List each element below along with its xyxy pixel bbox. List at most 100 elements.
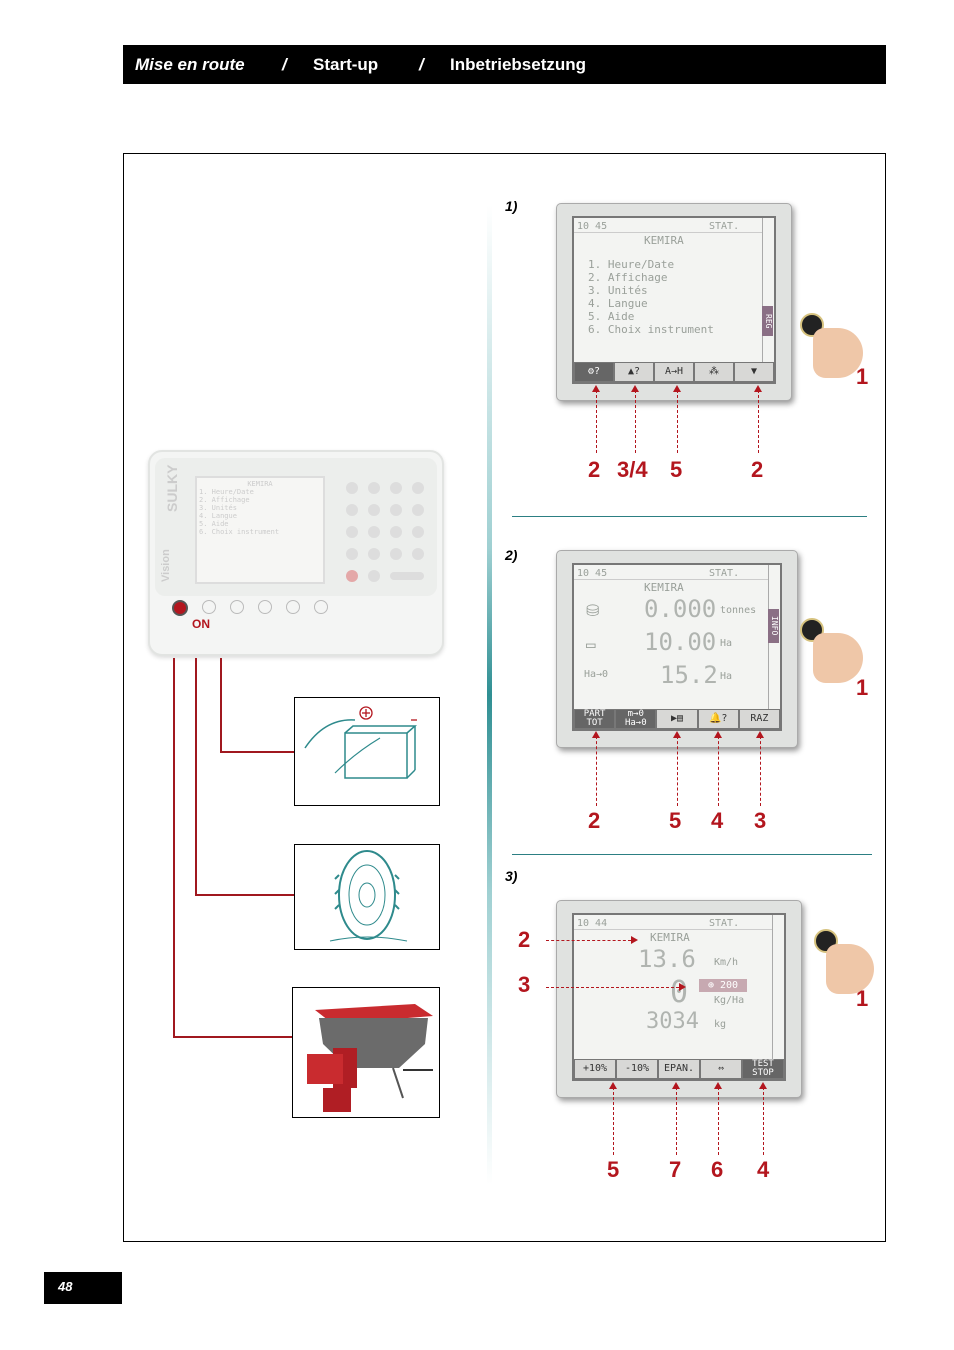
menu-item[interactable]: 2. Affichage xyxy=(588,271,668,284)
console-button[interactable] xyxy=(314,600,328,614)
battery-illustration xyxy=(294,697,440,806)
hopper-icon[interactable]: ▼ xyxy=(734,362,774,382)
dose-unit: Kg/Ha xyxy=(714,995,745,1006)
field-icon: ▭ xyxy=(586,635,596,654)
softkey-reset[interactable]: m→0 Ha→0 xyxy=(615,709,657,729)
softkey-bar: +10% -10% EPAN. ⇔ TEST STOP xyxy=(574,1059,784,1079)
tab-info[interactable]: INFO xyxy=(768,609,779,643)
softkey-epan[interactable]: EPAN. xyxy=(658,1059,700,1079)
settings-menu: 1. Heure/Date 2. Affichage 3. Unités 4. … xyxy=(588,258,714,336)
arrow-icon xyxy=(672,1082,680,1089)
arrow-icon xyxy=(592,731,600,738)
lcd-panel-step3: 10 44 STAT. KEMIRA 13.6 Km/h 0 ⊕ 200 Kg/… xyxy=(556,900,802,1098)
dose-value: 0 xyxy=(670,975,689,1010)
softkey-plus10[interactable]: +10% xyxy=(574,1059,616,1079)
console-screen: KEMIRA 1. Heure/Date 2. Affichage 3. Uni… xyxy=(195,476,325,584)
leader-line xyxy=(763,1087,764,1155)
arrow-icon xyxy=(631,385,639,392)
callout: 5 xyxy=(607,1157,620,1182)
stat-label: STAT. xyxy=(709,918,740,929)
softkey[interactable]: A→H xyxy=(654,362,694,382)
alarm-icon[interactable]: 🔔? xyxy=(697,709,739,729)
leader-line xyxy=(677,390,678,453)
leader-line xyxy=(613,1087,614,1155)
title-fr: Mise en route xyxy=(135,55,245,74)
content-frame xyxy=(123,153,886,1242)
side-tabs xyxy=(762,218,774,382)
hand-icon xyxy=(813,633,863,683)
console-button[interactable] xyxy=(230,600,244,614)
console-device: SULKY Vision KEMIRA 1. Heure/Date 2. Aff… xyxy=(148,450,444,656)
vertical-divider xyxy=(487,205,492,1185)
menu-item[interactable]: 1. Heure/Date xyxy=(588,258,675,271)
callout-1: 1 xyxy=(856,675,869,700)
title-de: Inbetriebsetzung xyxy=(450,55,587,74)
help-icon[interactable]: ⚙? xyxy=(574,362,614,382)
power-button[interactable] xyxy=(172,600,188,616)
page-header: Mise en route / Start-up / Inbetriebsetz… xyxy=(123,45,886,84)
console-button[interactable] xyxy=(258,600,272,614)
menu-item[interactable]: 4. Langue xyxy=(588,297,648,310)
arrow-icon xyxy=(673,385,681,392)
partial-area-value: 15.2 xyxy=(660,661,718,689)
menu-item[interactable]: 5. Aide xyxy=(588,310,635,323)
spread-icon[interactable]: ⁂ xyxy=(694,362,734,382)
softkey-minus10[interactable]: -10% xyxy=(616,1059,658,1079)
partial-area-label: Ha→0 xyxy=(584,669,609,680)
arrow-icon xyxy=(592,385,600,392)
console-button[interactable] xyxy=(202,600,216,614)
tab-reg[interactable]: REG xyxy=(762,306,773,336)
callout: 2 xyxy=(751,457,764,482)
hopper-icon: ⛁ xyxy=(586,601,600,620)
help-icon[interactable]: ▲? xyxy=(614,362,654,382)
dose-target: 200 xyxy=(719,980,739,991)
stat-label: STAT. xyxy=(709,221,740,232)
cable xyxy=(195,894,295,896)
quantity-unit: tonnes xyxy=(720,605,757,616)
weight-value: 3034 xyxy=(646,1009,699,1034)
stat-label: STAT. xyxy=(709,568,740,579)
softkey-raz[interactable]: RAZ xyxy=(738,709,780,729)
leader-line xyxy=(596,736,597,806)
arrow-icon xyxy=(673,731,681,738)
cable xyxy=(220,751,295,753)
dose-target-badge: ⊕ 200 xyxy=(699,979,747,992)
next-page-icon[interactable]: ▶▤ xyxy=(656,709,698,729)
console-button[interactable] xyxy=(286,600,300,614)
product-name: KEMIRA xyxy=(650,931,690,944)
leader-line xyxy=(718,1087,719,1155)
lcd-screen: 10 45 STAT. KEMIRA ⛁ 0.000 tonnes ▭ 10.0… xyxy=(572,563,782,731)
speed-value: 13.6 xyxy=(638,945,696,973)
leader-line xyxy=(596,390,597,453)
cable xyxy=(173,1036,295,1038)
width-arrows-icon[interactable]: ⇔ xyxy=(700,1059,742,1079)
cable xyxy=(220,658,222,753)
hand-icon xyxy=(813,328,863,378)
arrow-icon xyxy=(714,1082,722,1089)
section-divider xyxy=(512,516,867,517)
lcd-screen: 10 45 STAT. KEMIRA 1. Heure/Date 2. Affi… xyxy=(572,216,776,384)
step-label: 3) xyxy=(505,868,518,884)
lcd-screen: 10 44 STAT. KEMIRA 13.6 Km/h 0 ⊕ 200 Kg/… xyxy=(572,913,786,1081)
leader-line xyxy=(635,390,636,453)
section-divider xyxy=(512,854,872,855)
hand-icon xyxy=(826,944,874,994)
on-label: ON xyxy=(192,617,210,631)
softkey-part-tot[interactable]: PART TOT xyxy=(574,709,616,729)
callout: 5 xyxy=(669,808,682,833)
menu-item[interactable]: 3. Unités xyxy=(588,284,648,297)
arrow-icon xyxy=(759,1082,767,1089)
leader-line xyxy=(718,736,719,806)
menu-item[interactable]: 6. Choix instrument xyxy=(588,323,714,336)
callout-1: 1 xyxy=(856,986,869,1011)
arrow-icon xyxy=(756,731,764,738)
callout-1: 1 xyxy=(856,364,869,389)
lcd-panel-step1: 10 45 STAT. KEMIRA 1. Heure/Date 2. Affi… xyxy=(556,203,792,401)
weight-unit: kg xyxy=(714,1019,727,1030)
softkey-test-stop[interactable]: TEST STOP xyxy=(742,1059,784,1079)
step-label: 1) xyxy=(505,198,518,214)
leader-line xyxy=(758,390,759,453)
product-name: KEMIRA xyxy=(644,234,684,247)
cable xyxy=(173,658,175,1038)
console-brand: SULKY xyxy=(164,464,180,512)
